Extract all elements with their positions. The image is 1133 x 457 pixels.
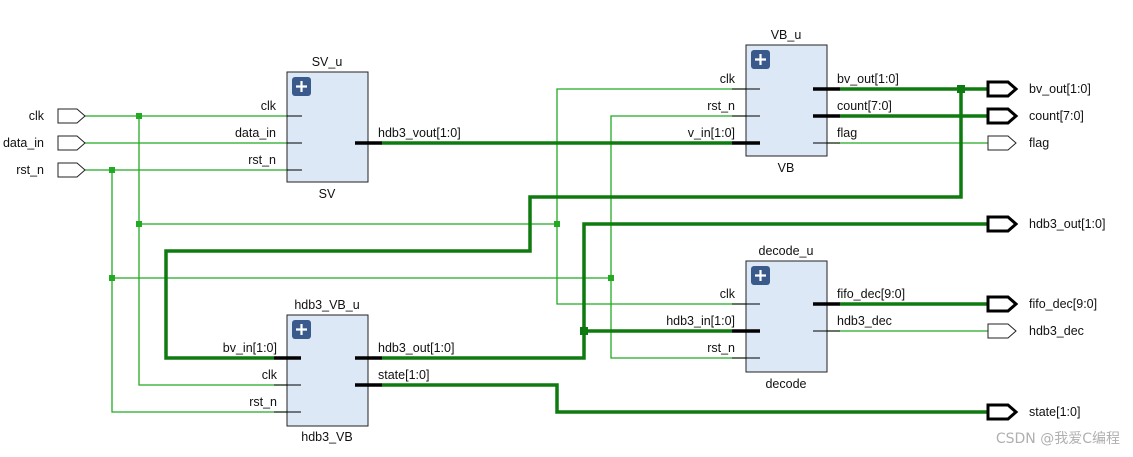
junction-dot (136, 113, 142, 119)
input-port-icon (57, 108, 86, 124)
output-bus-port-icon (986, 215, 1019, 233)
output-port-label: hdb3_out[1:0] (1029, 217, 1105, 231)
output-bus-port-icon (986, 80, 1019, 98)
output-port-fifo-dec[interactable]: fifo_dec[9:0] (986, 295, 1097, 313)
block-sv[interactable]: SV_u clk data_in rst_n hdb3_vout[1:0] SV (235, 55, 461, 201)
block-instance-name: decode_u (759, 244, 814, 258)
output-port-flag[interactable]: flag (987, 135, 1049, 151)
pin-label: rst_n (248, 153, 276, 167)
output-port-label: state[1:0] (1029, 405, 1080, 419)
output-port-label: hdb3_dec (1029, 324, 1084, 338)
block-module-name: SV (319, 187, 336, 201)
pin-label: flag (837, 126, 857, 140)
block-module-name: VB (778, 161, 795, 175)
net-clk[interactable] (85, 88, 746, 386)
block-hdb3-vb[interactable]: hdb3_VB_u bv_in[1:0] clk rst_n hdb3_out[… (223, 298, 455, 444)
block-module-name: hdb3_VB (301, 430, 352, 444)
pin-label: bv_in[1:0] (223, 341, 277, 355)
output-port-hdb3-out[interactable]: hdb3_out[1:0] (986, 215, 1105, 233)
output-bus-port-icon (986, 295, 1019, 313)
input-port-icon (57, 162, 86, 178)
junction-dot (554, 221, 560, 227)
pin-label: hdb3_in[1:0] (666, 314, 735, 328)
input-port-rst-n[interactable]: rst_n (16, 162, 86, 178)
pin-label: rst_n (707, 341, 735, 355)
junction-dot (109, 167, 115, 173)
output-port-bv-out[interactable]: bv_out[1:0] (986, 80, 1091, 98)
junction-dot (957, 85, 965, 93)
pin-label: data_in (235, 126, 276, 140)
expand-button[interactable] (751, 50, 770, 69)
expand-button[interactable] (292, 320, 311, 339)
input-ports: clk data_in rst_n (3, 108, 86, 178)
pin-label: bv_out[1:0] (837, 72, 899, 86)
expand-button[interactable] (292, 77, 311, 96)
output-port-label: fifo_dec[9:0] (1029, 297, 1097, 311)
output-port-state[interactable]: state[1:0] (986, 403, 1080, 421)
pin-label: state[1:0] (378, 368, 429, 382)
block-vb[interactable]: VB_u clk rst_n v_in[1:0] bv_out[1:0] cou… (688, 28, 899, 175)
pin-label: count[7:0] (837, 99, 892, 113)
output-port-label: bv_out[1:0] (1029, 82, 1091, 96)
output-port-hdb3-dec[interactable]: hdb3_dec (987, 323, 1084, 339)
watermark: CSDN @我爱C编程 (996, 431, 1120, 447)
net-rst-n[interactable] (85, 115, 746, 413)
pin-label: hdb3_dec (837, 314, 892, 328)
pin-label: clk (720, 72, 736, 86)
block-instance-name: SV_u (312, 55, 343, 69)
output-port-count[interactable]: count[7:0] (986, 107, 1084, 125)
output-port-icon (987, 135, 1017, 151)
output-port-icon (987, 323, 1017, 339)
pin-label: hdb3_out[1:0] (378, 341, 454, 355)
output-ports: bv_out[1:0] count[7:0] flag hdb3_out[1:0… (986, 80, 1105, 421)
junction-dot (608, 275, 614, 281)
pin-label: v_in[1:0] (688, 126, 735, 140)
junction-dot (136, 221, 142, 227)
pin-label: rst_n (249, 395, 277, 409)
pin-label: hdb3_vout[1:0] (378, 126, 461, 140)
block-module-name: decode (765, 377, 806, 391)
pin-label: clk (261, 99, 277, 113)
pin-label: clk (720, 287, 736, 301)
pin-label: clk (262, 368, 278, 382)
output-bus-port-icon (986, 107, 1019, 125)
pin-label: rst_n (707, 99, 735, 113)
output-port-label: count[7:0] (1029, 109, 1084, 123)
junction-dot (580, 327, 588, 335)
input-port-icon (57, 135, 86, 151)
input-port-label: clk (29, 109, 45, 123)
block-instance-name: VB_u (771, 28, 802, 42)
junction-dot (109, 275, 115, 281)
input-port-data-in[interactable]: data_in (3, 135, 86, 151)
junctions (109, 113, 614, 281)
input-port-label: rst_n (16, 163, 44, 177)
block-decode[interactable]: decode_u clk hdb3_in[1:0] rst_n fifo_dec… (666, 244, 905, 391)
bus-hdb3-out[interactable] (382, 222, 988, 360)
bus-state[interactable] (382, 383, 988, 414)
block-instance-name: hdb3_VB_u (294, 298, 359, 312)
expand-button[interactable] (751, 266, 770, 285)
input-port-label: data_in (3, 136, 44, 150)
output-bus-port-icon (986, 403, 1019, 421)
input-port-clk[interactable]: clk (29, 108, 86, 124)
buses (164, 87, 988, 414)
output-port-label: flag (1029, 136, 1049, 150)
pin-label: fifo_dec[9:0] (837, 287, 905, 301)
